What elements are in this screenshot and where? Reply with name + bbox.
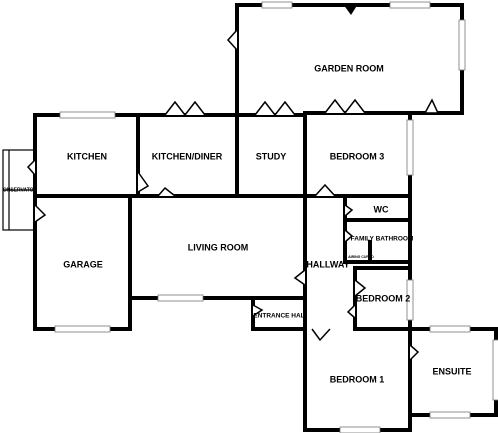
- room-label-bedroom-2: BEDROOM 2: [356, 293, 411, 303]
- room-label-hallway: HALLWAY: [306, 259, 349, 269]
- room-label-garage: GARAGE: [63, 259, 103, 269]
- windows: [54, 1, 498, 433]
- room-label-conservatory: ONSERVATOR: [3, 187, 38, 193]
- room-label-wc: WC: [374, 204, 389, 214]
- room-label-bedroom-1: BEDROOM 1: [330, 374, 385, 384]
- room-label-living-room: LIVING ROOM: [188, 242, 249, 252]
- room-label-family-bathroom: FAMILY BATHROOM: [351, 236, 414, 243]
- room-label-kitchen: KITCHEN: [67, 151, 107, 161]
- room-label-airing-cupboard: AIRING CUPBD: [348, 255, 374, 259]
- doors: [26, 29, 440, 361]
- room-label-kitchen-diner: KITCHEN/DINER: [152, 151, 223, 161]
- conservatory: [2, 149, 36, 231]
- room-label-study: STUDY: [256, 151, 287, 161]
- room-label-entrance-hall: ENTRANCE HAL: [253, 313, 304, 320]
- room-label-ensuite: ENSUITE: [432, 366, 471, 376]
- walls: [33, 3, 498, 432]
- room-label-bedroom-3: BEDROOM 3: [330, 151, 385, 161]
- fireplace-icon: [343, 4, 358, 15]
- room-label-garden-room: GARDEN ROOM: [314, 63, 384, 73]
